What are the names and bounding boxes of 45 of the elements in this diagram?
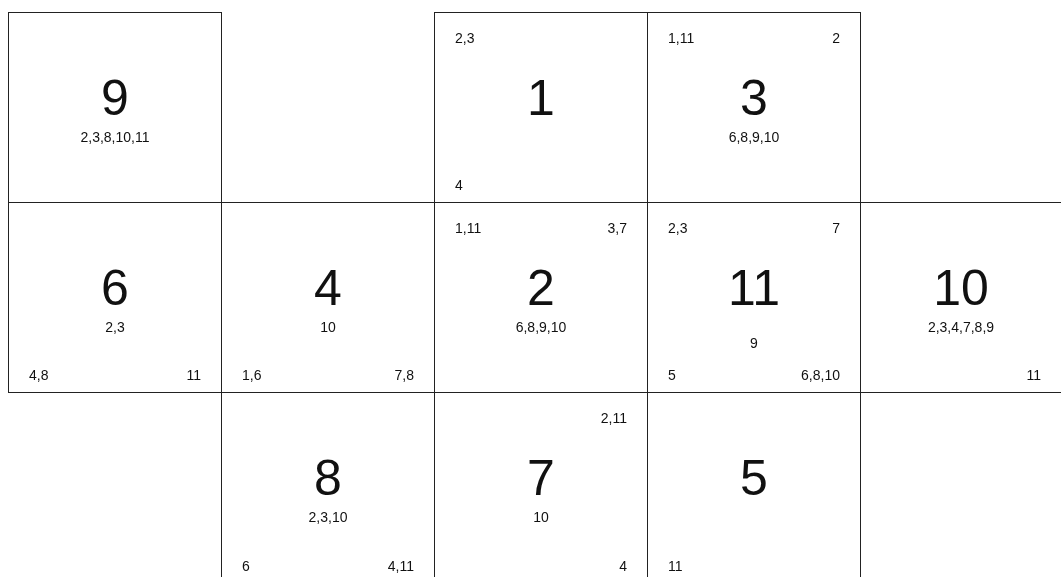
number-list: 4,11 <box>387 559 414 573</box>
number-list: 10 <box>222 320 434 334</box>
number-list: 10 <box>435 510 647 524</box>
grid-cell <box>860 202 1061 393</box>
cell-number: 6 <box>100 263 130 313</box>
grid-cell <box>434 12 648 203</box>
cell-number: 7 <box>526 453 556 503</box>
number-list: 2 <box>832 31 840 45</box>
number-list: 4 <box>455 178 463 192</box>
number-list: 2,3 <box>455 31 475 45</box>
number-list: 7 <box>832 221 840 235</box>
number-list: 7,8 <box>394 368 414 382</box>
number-list: 1,6 <box>242 368 262 382</box>
number-list: 11 <box>186 368 201 382</box>
number-list: 1,11 <box>668 31 695 45</box>
grid-cell <box>647 12 861 203</box>
number-list: 11 <box>668 559 683 573</box>
cell-number: 10 <box>932 263 990 313</box>
number-list: 2,3,8,10,11 <box>9 130 221 144</box>
number-list: 6 <box>242 559 250 573</box>
number-list: 6,8,10 <box>801 368 840 382</box>
number-list: 2,3,10 <box>222 510 434 524</box>
number-list: 6,8,9,10 <box>648 130 860 144</box>
number-list: 11 <box>1026 368 1041 382</box>
cell-number: 11 <box>727 263 781 313</box>
cell-number: 8 <box>313 453 343 503</box>
cell-number: 2 <box>526 263 556 313</box>
grid-cell <box>8 202 222 393</box>
cell-number: 9 <box>100 73 130 123</box>
cell-number: 3 <box>739 73 769 123</box>
grid-cell <box>8 12 222 203</box>
number-list: 2,11 <box>600 411 627 425</box>
number-list: 9 <box>648 336 860 350</box>
number-list: 3,7 <box>607 221 627 235</box>
number-list: 4 <box>619 559 627 573</box>
number-list: 2,3 <box>668 221 688 235</box>
cell-number: 5 <box>739 453 769 503</box>
cell-number: 4 <box>313 263 343 313</box>
number-list: 6,8,9,10 <box>435 320 647 334</box>
number-list: 2,3 <box>9 320 221 334</box>
number-list: 2,3,4,7,8,9 <box>861 320 1061 334</box>
number-list: 4,8 <box>29 368 49 382</box>
cell-number: 1 <box>526 73 556 123</box>
number-list: 5 <box>668 368 676 382</box>
number-list: 1,11 <box>455 221 482 235</box>
